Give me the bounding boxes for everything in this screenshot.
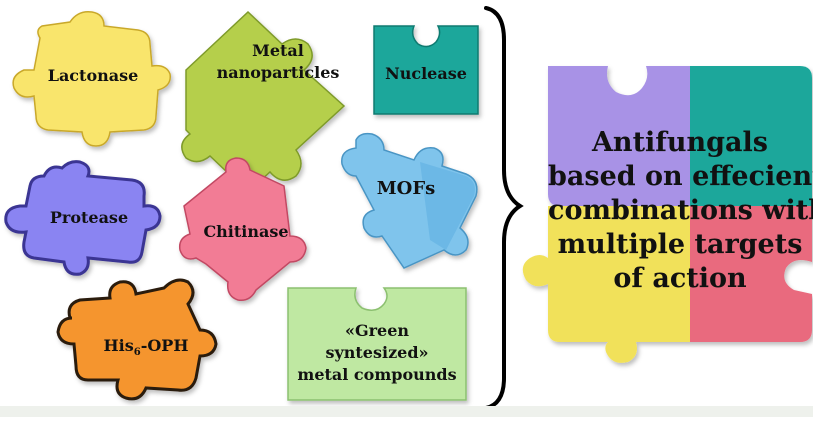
label-mofs: MOFs — [376, 178, 436, 199]
protease-shape — [4, 160, 162, 276]
label-chitinase: Chitinase — [203, 222, 289, 241]
result-puzzle — [522, 66, 812, 363]
result-quadrant-top-left — [548, 66, 690, 206]
label-green-metal: «Green syntesized» metal compounds — [288, 320, 466, 386]
puzzle-piece-green-metal — [287, 287, 467, 401]
label-metal-nanoparticles: Metal nanoparticles — [208, 40, 348, 84]
result-line-5: of action — [613, 263, 747, 294]
label-green-line1: «Green — [344, 321, 410, 340]
green-shape — [287, 287, 467, 401]
result-line-2: based on effecient — [548, 161, 813, 192]
label-his-oph: His6-OPH — [86, 336, 206, 359]
label-nuclease: Nuclease — [385, 64, 467, 83]
chitinase-shape — [178, 157, 307, 302]
label-green-line3: metal compounds — [297, 365, 457, 384]
his-oph-shape — [56, 278, 218, 401]
label-lactonase: Lactonase — [47, 66, 139, 85]
puzzle-piece-nuclease — [373, 25, 479, 115]
puzzle-piece-lactonase — [12, 10, 171, 147]
label-metal-line1: Metal — [252, 41, 304, 60]
result-quadrant-top-right — [690, 66, 812, 206]
result-quadrant-bottom-right — [690, 206, 812, 342]
bottom-strip — [0, 406, 813, 417]
label-his-prefix: His — [103, 336, 134, 355]
curly-brace — [484, 6, 524, 410]
puzzle-piece-mofs — [341, 132, 478, 269]
result-line-4: multiple targets — [557, 229, 803, 260]
metal-np-shape — [181, 10, 346, 194]
result-line-3: combinations with — [548, 195, 813, 226]
puzzle-piece-his-oph — [56, 278, 218, 401]
puzzle-piece-metal-nanoparticles — [181, 10, 346, 194]
mofs-highlight — [420, 162, 475, 250]
result-quadrant-bottom-left — [522, 206, 690, 363]
label-protease: Protease — [49, 208, 129, 227]
label-green-line2: syntesized» — [325, 343, 429, 362]
result-line-1: Antifungals — [591, 127, 768, 158]
label-his-subscript: 6 — [133, 347, 141, 359]
puzzle-piece-protease — [4, 160, 162, 276]
label-metal-line2: nanoparticles — [216, 63, 340, 82]
puzzle-piece-chitinase — [178, 157, 307, 302]
label-his-suffix: -OPH — [140, 336, 189, 355]
nuclease-shape — [373, 25, 479, 115]
lactonase-shape — [12, 10, 171, 147]
result-text: Antifungals based on effecient combinati… — [548, 126, 813, 296]
